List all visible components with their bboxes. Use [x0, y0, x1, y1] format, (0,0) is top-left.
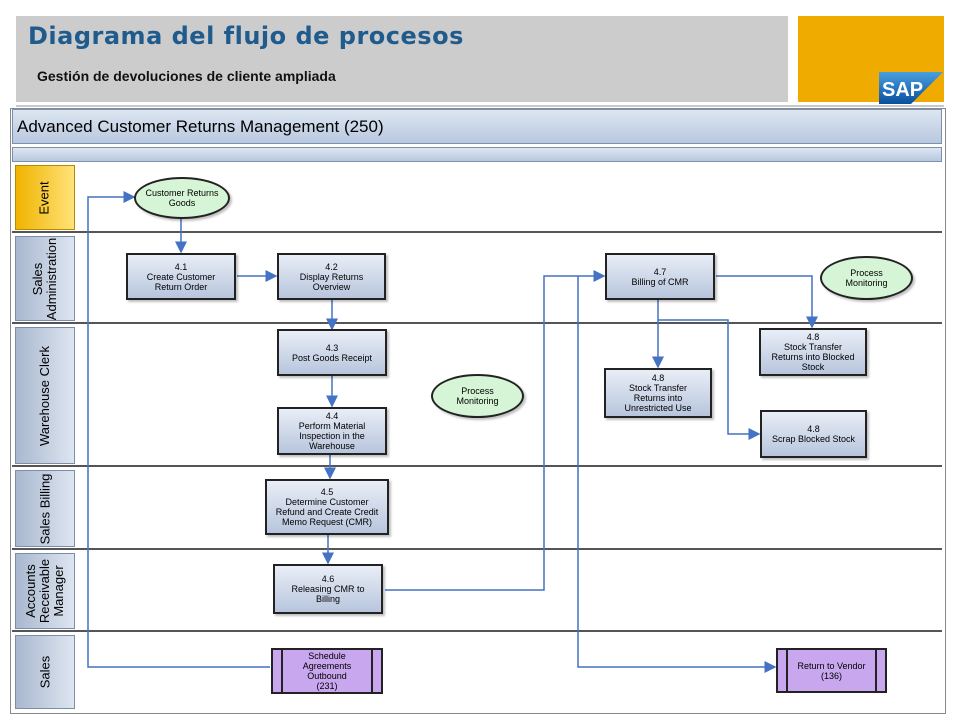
- lane-event: Event: [12, 162, 942, 233]
- start-event-customer-returns-goods: Customer Returns Goods: [134, 177, 230, 219]
- diagram-banner: Advanced Customer Returns Management (25…: [12, 109, 942, 144]
- node-label: Process Monitoring: [456, 386, 499, 406]
- external-return-to-vendor: Return to Vendor (136): [776, 648, 887, 693]
- connector-47-to-48c: [658, 319, 761, 440]
- node-label: 4.3 Post Goods Receipt: [291, 342, 373, 363]
- diagram-title: Advanced Customer Returns Management (25…: [17, 117, 384, 136]
- process-monitoring-warehouse: Process Monitoring: [431, 374, 524, 418]
- step-4-2-display-returns-overview: 4.2 Display Returns Overview: [277, 253, 386, 300]
- header-bar: [16, 16, 788, 102]
- step-4-8-transfer-unrestricted: 4.8 Stock Transfer Returns into Unrestri…: [604, 368, 712, 418]
- external-schedule-agreements: Schedule Agreements Outbound (231): [271, 648, 383, 694]
- lane-accounts-receivable: Accounts Receivable Manager: [12, 550, 942, 632]
- process-monitoring-sales-admin: Process Monitoring: [820, 256, 913, 300]
- step-4-8-scrap-blocked-stock: 4.8 Scrap Blocked Stock: [760, 410, 867, 458]
- step-4-4-material-inspection: 4.4 Perform Material Inspection in the W…: [277, 407, 387, 455]
- page-title: Diagrama del flujo de procesos: [28, 22, 464, 50]
- node-label: 4.6 Releasing CMR to Billing: [291, 574, 365, 604]
- step-4-6-releasing-cmr: 4.6 Releasing CMR to Billing: [273, 564, 383, 614]
- node-label: 4.8 Stock Transfer Returns into Blocked …: [771, 332, 855, 372]
- connector-47-to-48a: [716, 275, 818, 329]
- connector-loop-to-start: [87, 191, 270, 668]
- lane-header-event: Event: [15, 165, 75, 230]
- lane-header-warehouse-clerk: Warehouse Clerk: [15, 327, 75, 464]
- step-4-7-billing-of-cmr: 4.7 Billing of CMR: [605, 253, 715, 300]
- step-4-1-create-return-order: 4.1 Create Customer Return Order: [126, 253, 236, 300]
- node-label: Customer Returns Goods: [145, 188, 219, 208]
- sap-logo: SAP: [879, 72, 943, 104]
- page-subtitle: Gestión de devoluciones de cliente ampli…: [37, 68, 336, 84]
- node-label: 4.8 Scrap Blocked Stock: [771, 424, 856, 444]
- node-label: 4.5 Determine Customer Refund and Create…: [275, 487, 379, 527]
- lane-header-accounts-receivable: Accounts Receivable Manager: [15, 553, 75, 629]
- header-divider: [16, 105, 944, 107]
- node-label: 4.7 Billing of CMR: [631, 266, 689, 287]
- connector-46-to-47: [385, 270, 606, 591]
- node-label: Return to Vendor (136): [797, 660, 866, 681]
- node-label: 4.2 Display Returns Overview: [299, 261, 364, 292]
- lane-sales-administration: Sales Administration: [12, 233, 942, 324]
- step-4-5-determine-refund: 4.5 Determine Customer Refund and Create…: [265, 479, 389, 535]
- lane-warehouse-clerk: Warehouse Clerk: [12, 324, 942, 467]
- lane-sales-billing: Sales Billing: [12, 467, 942, 550]
- step-4-3-post-goods-receipt: 4.3 Post Goods Receipt: [277, 329, 387, 376]
- node-label: Process Monitoring: [845, 268, 888, 288]
- step-4-8-transfer-blocked-stock: 4.8 Stock Transfer Returns into Blocked …: [759, 328, 867, 376]
- node-label: Schedule Agreements Outbound (231): [302, 651, 352, 691]
- connector-to-vendor: [577, 276, 777, 673]
- lane-header-sales-administration: Sales Administration: [15, 236, 75, 321]
- lane-header-sales-billing: Sales Billing: [15, 470, 75, 547]
- node-label: 4.4 Perform Material Inspection in the W…: [298, 411, 366, 451]
- node-label: 4.8 Stock Transfer Returns into Unrestri…: [624, 373, 692, 413]
- lane-header-sales: Sales: [15, 635, 75, 709]
- lane-sales: Sales: [12, 632, 942, 712]
- sap-logo-text: SAP: [882, 79, 923, 101]
- diagram-subbanner: [12, 147, 942, 162]
- node-label: 4.1 Create Customer Return Order: [146, 261, 216, 292]
